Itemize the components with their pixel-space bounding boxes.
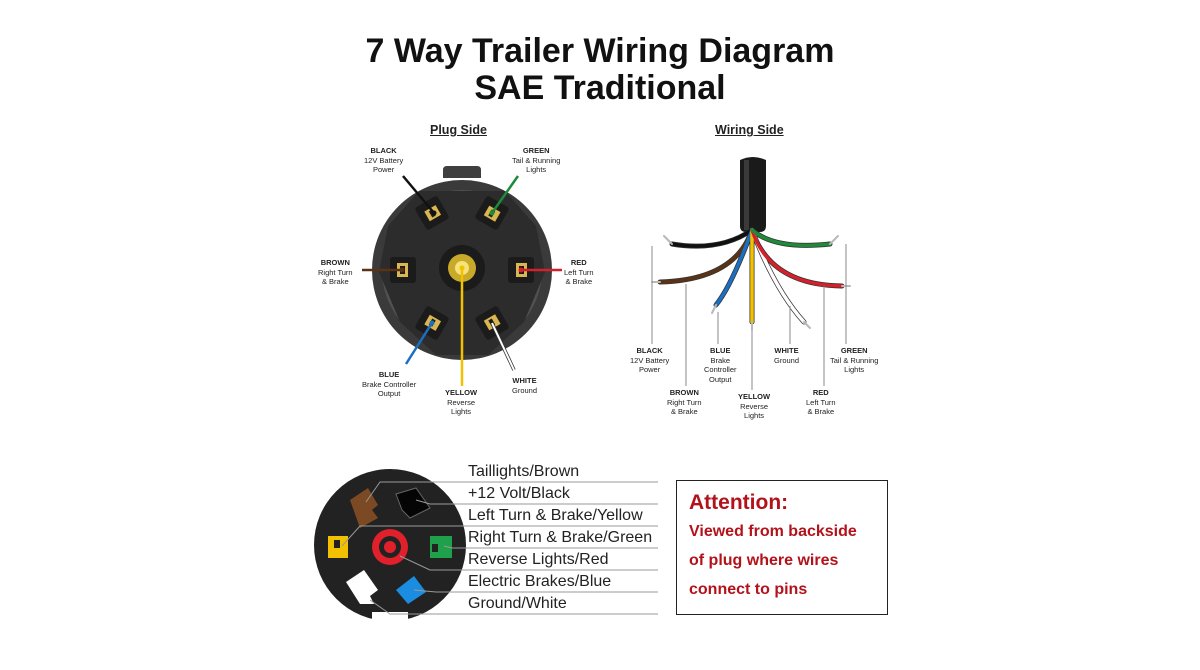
legend-item-yellow: Left Turn & Brake/Yellow: [468, 507, 643, 524]
legend-item-brown: Taillights/Brown: [468, 463, 580, 480]
diagram-subtitle: SAE Traditional: [474, 69, 726, 107]
diagram-title: 7 Way Trailer Wiring Diagram: [365, 32, 835, 70]
legend-item-black: +12 Volt/Black: [468, 485, 570, 502]
attention-line-3: connect to pins: [689, 581, 808, 598]
wiring-side-heading: Wiring Side: [715, 123, 784, 137]
wiring-side-wires: [651, 227, 851, 332]
backside-connector: [314, 469, 466, 626]
legend-item-red: Reverse Lights/Red: [468, 551, 609, 568]
legend-item-green: Right Turn & Brake/Green: [468, 529, 653, 546]
wiring-side-leaders: [651, 244, 847, 390]
plug-side-heading: Plug Side: [430, 123, 487, 137]
legend-item-white: Ground/White: [468, 595, 567, 612]
attention-title: Attention:: [689, 491, 789, 514]
legend-leaders: [341, 481, 658, 615]
wiring-side-harness: [740, 157, 766, 232]
attention-line-2: of plug where wires: [689, 552, 839, 569]
attention-line-1: Viewed from backside: [689, 523, 857, 540]
plug-side-leaders: [362, 175, 562, 386]
attention-box: Attention: Viewed from backside of plug …: [676, 480, 888, 615]
legend-item-blue: Electric Brakes/Blue: [468, 573, 612, 590]
